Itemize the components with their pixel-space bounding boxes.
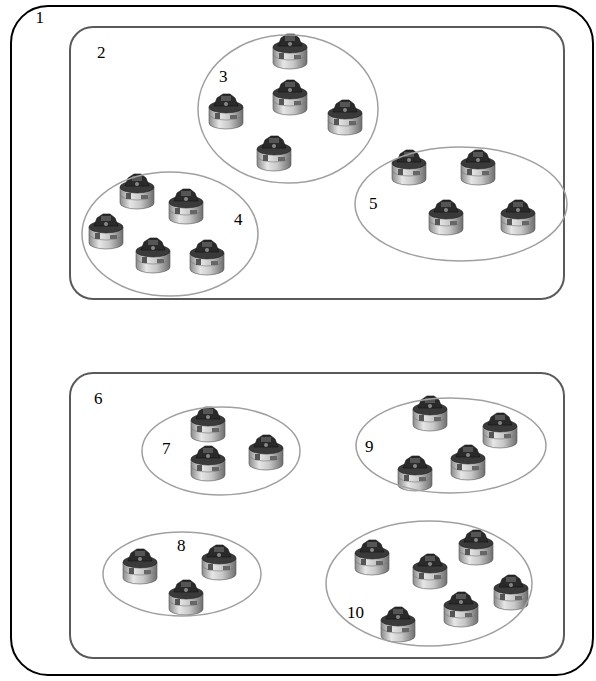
robot-icon — [257, 136, 291, 171]
robot-icon — [169, 580, 203, 615]
robot-icon — [461, 150, 495, 185]
ellipse-outline — [355, 147, 567, 261]
robot-icon — [451, 445, 485, 480]
node-number: 6 — [94, 390, 103, 409]
robot-icon — [444, 592, 478, 627]
cluster-ellipse: 5 — [354, 146, 568, 262]
node-number: 5 — [369, 195, 378, 214]
robot-icon — [392, 150, 426, 185]
node-number: 4 — [234, 211, 243, 230]
ellipse-outline — [354, 146, 568, 262]
robot-icon — [202, 545, 236, 580]
robot-icon — [355, 540, 389, 575]
ellipse-outline — [82, 172, 258, 296]
robot-icon — [381, 607, 415, 642]
cluster-ellipse: 10 — [325, 520, 533, 647]
robot-icon — [273, 80, 307, 115]
ellipse-outline — [325, 520, 533, 647]
robot-icon — [136, 238, 170, 273]
node-number: 3 — [219, 68, 228, 87]
node-number: 7 — [162, 440, 171, 459]
robot-icon — [459, 530, 493, 565]
robot-icon — [494, 575, 528, 610]
cluster-ellipse: 8 — [102, 531, 262, 617]
node-number: 10 — [347, 604, 364, 623]
cluster-ellipse: 9 — [355, 397, 547, 494]
node-number: 1 — [36, 9, 45, 28]
ellipse-outline — [355, 397, 547, 494]
robot-icon — [191, 407, 225, 442]
robot-icon — [190, 240, 224, 275]
ellipse-outline — [81, 171, 259, 297]
ellipse-outline — [197, 34, 379, 184]
robot-icon — [429, 200, 463, 235]
node-number: 9 — [365, 438, 374, 457]
robot-icon — [120, 174, 154, 209]
robot-icon — [483, 413, 517, 448]
robot-icon — [398, 456, 432, 491]
robot-icon — [123, 549, 157, 584]
robot-icon — [89, 214, 123, 249]
ellipse-outline — [142, 407, 300, 495]
ellipse-outline — [103, 532, 261, 616]
robot-group — [89, 34, 535, 642]
robot-icon — [501, 200, 535, 235]
robot-icon — [169, 189, 203, 224]
ellipse-outline — [198, 35, 378, 183]
robot-icon — [191, 446, 225, 481]
cluster-ellipse: 3 — [197, 34, 379, 184]
group-box: 6 7 8 9 10 — [69, 372, 565, 659]
node-number: 8 — [177, 537, 186, 556]
system-box: 1 2 3 4 5 6 7 8 9 10 — [10, 5, 594, 676]
ellipse-outline — [326, 521, 532, 646]
robot-icon — [249, 435, 283, 470]
cluster-ellipse: 4 — [81, 171, 259, 297]
group-box: 2 3 4 5 — [69, 26, 565, 300]
robot-icon — [209, 94, 243, 129]
cluster-ellipse: 7 — [141, 406, 301, 496]
robot-icon — [273, 34, 307, 69]
node-number: 2 — [97, 44, 106, 63]
robot-icon — [328, 100, 362, 135]
ellipse-outline — [356, 398, 546, 493]
robot-icon — [413, 554, 447, 589]
